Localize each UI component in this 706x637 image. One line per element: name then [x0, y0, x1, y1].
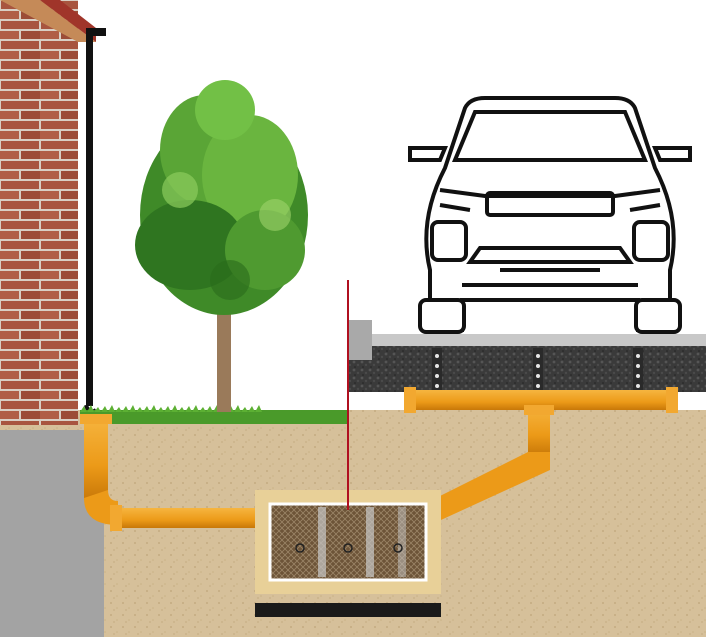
car-wheels — [418, 298, 682, 334]
brick-house-wall-icon — [0, 0, 78, 425]
car-front-icon — [408, 96, 692, 332]
driveway-gravel-layer — [348, 346, 706, 392]
crate-base-layer — [255, 603, 441, 617]
driveway-surface — [348, 334, 706, 346]
roof-tile-edge — [40, 0, 96, 42]
tree-icon — [135, 80, 308, 412]
soakaway-crate-icon — [255, 490, 441, 617]
permeable-driveway-icon — [432, 348, 643, 396]
rainwater-downpipe-icon — [84, 28, 106, 414]
kerb-edge — [348, 320, 372, 360]
grass-strip — [80, 405, 348, 424]
drain-pipe-icon — [80, 387, 678, 531]
house — [0, 0, 96, 425]
roof-fascia — [0, 0, 96, 42]
